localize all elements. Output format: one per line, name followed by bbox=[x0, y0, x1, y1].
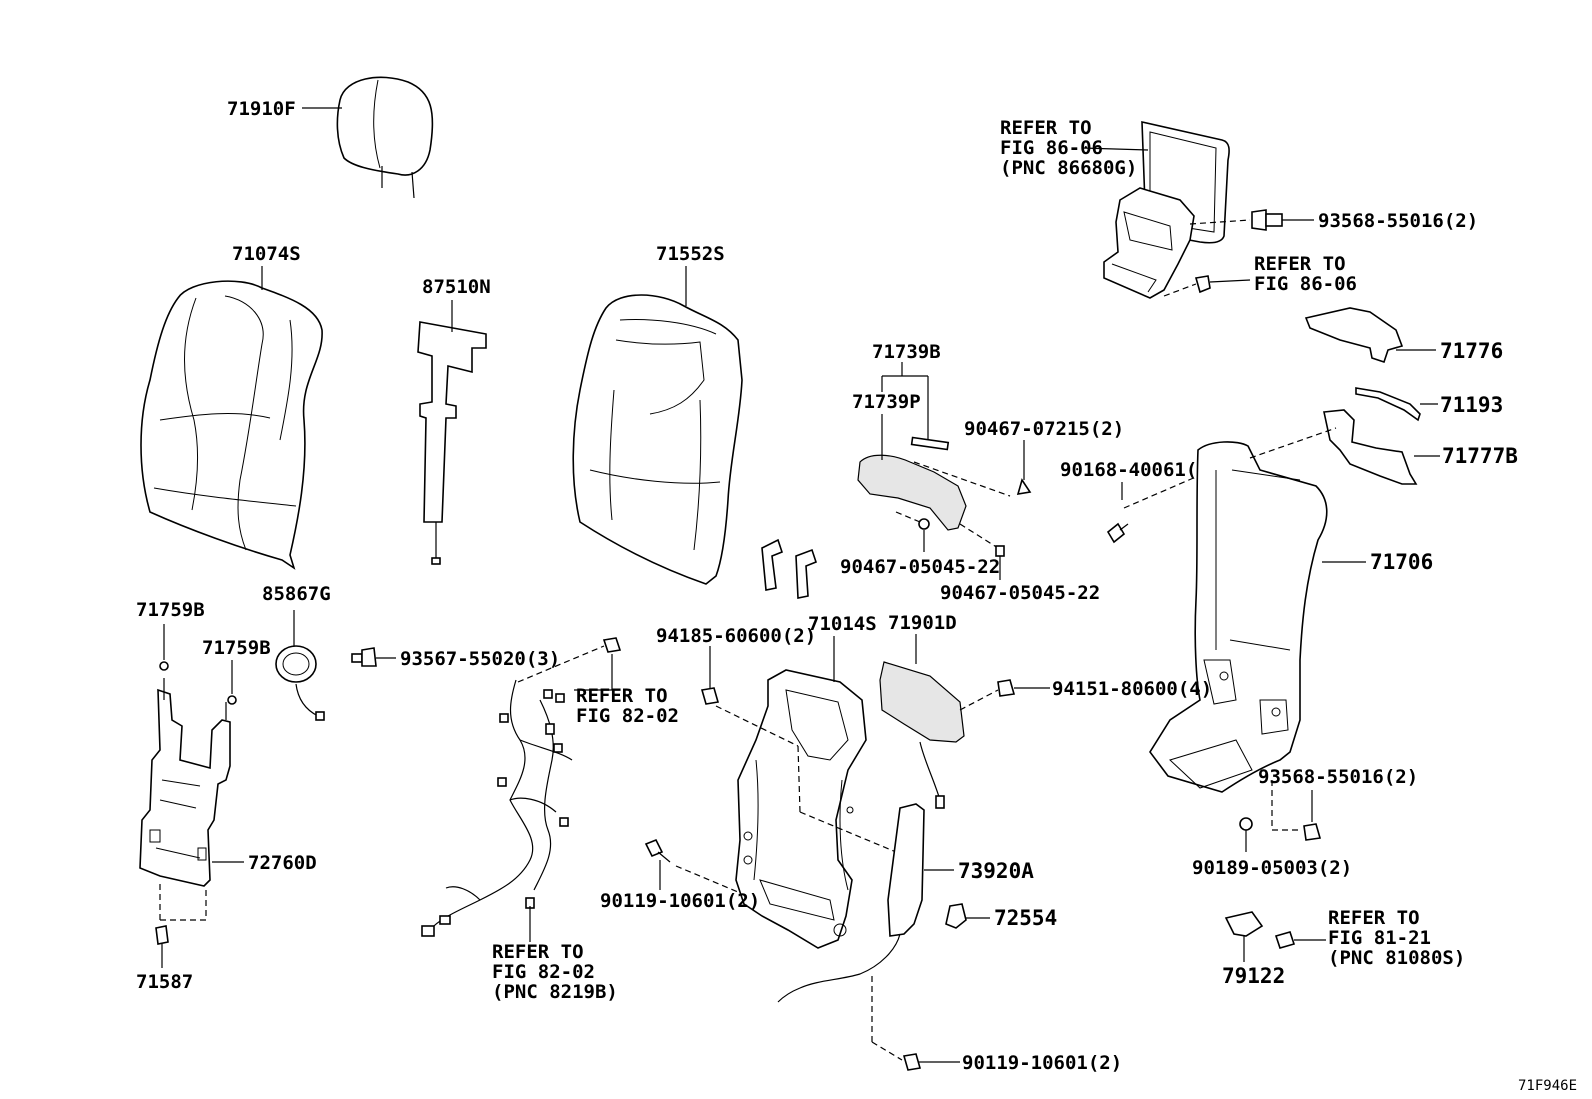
screw-part bbox=[1106, 522, 1129, 544]
seatback-cover-part bbox=[140, 280, 323, 570]
trim-strip-part bbox=[1355, 387, 1421, 422]
label-cover-inner: 71739P bbox=[852, 391, 921, 413]
panel-side-part bbox=[1323, 409, 1418, 485]
label-refer-br-3: (PNC 81080S) bbox=[1328, 947, 1465, 969]
label-clip-a: 90467-07215(2) bbox=[964, 418, 1124, 440]
seatback-pad-part bbox=[572, 294, 743, 585]
bolt-frame-left-part bbox=[644, 838, 671, 863]
label-refer-bottom-3: (PNC 8219B) bbox=[492, 981, 618, 1003]
top-right-assembly-part bbox=[1103, 120, 1230, 299]
label-frame: 71014S bbox=[808, 613, 877, 635]
label-bracket: 79122 bbox=[1222, 964, 1285, 988]
label-clip-bottom: 71587 bbox=[136, 971, 193, 993]
small-brackets-part bbox=[761, 538, 817, 599]
clip-back-part bbox=[1239, 817, 1253, 831]
label-lumbar: 71901D bbox=[888, 612, 957, 634]
cable-clip-part bbox=[945, 903, 967, 929]
label-panel-side: 71777B bbox=[1442, 444, 1518, 468]
diagram-code: 71F946E bbox=[1518, 1078, 1577, 1094]
label-speaker: 85867G bbox=[262, 583, 331, 605]
label-refer-harn-1: REFER TO bbox=[576, 685, 668, 707]
label-nut-frame: 94185-60600(2) bbox=[656, 625, 816, 647]
label-trim-strip: 71193 bbox=[1440, 393, 1503, 417]
label-nut-lumbar: 94151-80600(4) bbox=[1052, 678, 1212, 700]
plate-part bbox=[139, 678, 231, 887]
label-refer-bottom-1: REFER TO bbox=[492, 941, 584, 963]
connector-part bbox=[1274, 931, 1296, 949]
back-board-part bbox=[1149, 441, 1328, 793]
label-grommet-1: 71759B bbox=[136, 599, 205, 621]
bolt-frame-bottom-part bbox=[902, 1053, 930, 1071]
label-refer-bottom-2: FIG 82-02 bbox=[492, 961, 595, 983]
label-bolt-back: 93568-55016(2) bbox=[1258, 766, 1418, 788]
label-refer-harn-2: FIG 82-02 bbox=[576, 705, 679, 727]
label-back-board: 71706 bbox=[1370, 550, 1433, 574]
grommet-1-part bbox=[159, 661, 169, 671]
seat-heater-part bbox=[417, 321, 487, 565]
headrest-part bbox=[336, 76, 434, 199]
inner-cover-part bbox=[857, 436, 1032, 531]
label-refer-top-2: FIG 86-06 bbox=[1000, 137, 1103, 159]
label-refer-br-2: FIG 81-21 bbox=[1328, 927, 1431, 949]
label-screw-b: 90168-40061(6) bbox=[1060, 459, 1220, 481]
label-clip-c: 90467-05045-22 bbox=[840, 556, 1000, 578]
label-side-airbag: 73920A bbox=[958, 859, 1034, 883]
speaker-part bbox=[275, 645, 325, 721]
lumbar-support-part bbox=[879, 661, 965, 809]
label-refer-top-1: REFER TO bbox=[1000, 117, 1092, 139]
label-refer-br-1: REFER TO bbox=[1328, 907, 1420, 929]
label-bolt-frame-left: 90119-10601(2) bbox=[600, 890, 760, 912]
bracket-part bbox=[1224, 911, 1264, 937]
bolt-speaker-part bbox=[351, 647, 377, 667]
wire-harness-part bbox=[421, 679, 573, 937]
label-bolt-top: 93568-55016(2) bbox=[1318, 210, 1478, 232]
label-grommet-2: 71759B bbox=[202, 637, 271, 659]
label-pad: 71552S bbox=[656, 243, 725, 265]
clip-bottom-part bbox=[155, 925, 169, 945]
bolt-back-part bbox=[1303, 823, 1322, 841]
nut-lumbar-part bbox=[997, 679, 1016, 697]
label-headrest: 71910F bbox=[227, 98, 296, 120]
label-bolt-frame-bottom: 90119-10601(2) bbox=[962, 1052, 1122, 1074]
label-clip-back: 90189-05003(2) bbox=[1192, 857, 1352, 879]
label-cover-front: 71074S bbox=[232, 243, 301, 265]
nut-frame-part bbox=[700, 687, 720, 705]
panel-upper-part bbox=[1304, 307, 1404, 364]
label-clip-d: 90467-05045-22 bbox=[940, 582, 1100, 604]
label-refer-mid-1: REFER TO bbox=[1254, 253, 1346, 275]
label-panel-upper: 71776 bbox=[1440, 339, 1503, 363]
label-heater: 87510N bbox=[422, 276, 491, 298]
side-airbag-part bbox=[777, 803, 925, 1003]
grommet-2-part bbox=[227, 695, 237, 705]
label-refer-mid-2: FIG 86-06 bbox=[1254, 273, 1357, 295]
bolt-top-part bbox=[1251, 209, 1283, 231]
label-bolt-speaker: 93567-55020(3) bbox=[400, 648, 560, 670]
label-plate: 72760D bbox=[248, 852, 317, 874]
label-refer-top-3: (PNC 86680G) bbox=[1000, 157, 1137, 179]
label-cable-clip: 72554 bbox=[994, 906, 1057, 930]
seat-frame-part bbox=[735, 669, 867, 949]
label-cover-assy: 71739B bbox=[872, 341, 941, 363]
